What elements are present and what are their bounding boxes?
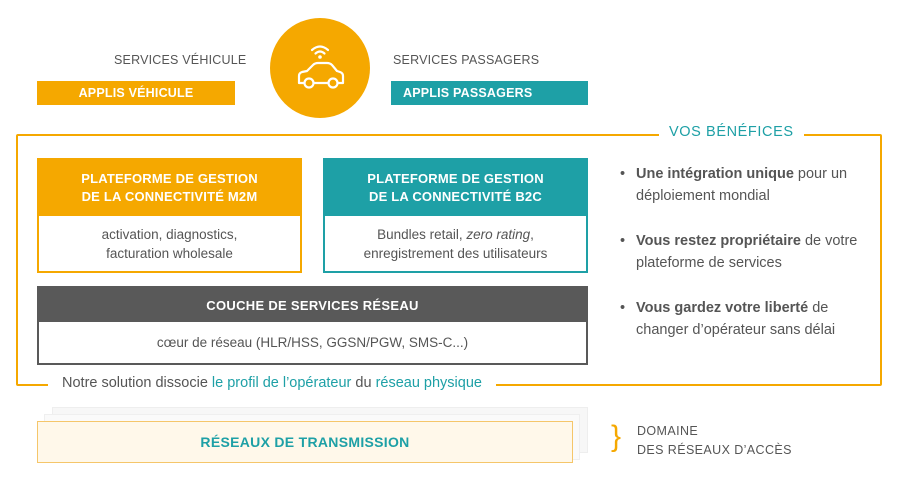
m2m-title-line2: DE LA CONNECTIVITÉ M2M bbox=[81, 189, 258, 204]
vehicle-apps-bar: APPLIS VÉHICULE bbox=[37, 81, 235, 105]
benefit-1-bold: Une intégration unique bbox=[636, 166, 794, 182]
bullet-icon: • bbox=[620, 233, 626, 249]
passenger-apps-bar: APPLIS PASSAGERS bbox=[391, 81, 588, 105]
note-text-1: Notre solution dissocie bbox=[62, 375, 212, 391]
benefit-2-rest: de votre plateforme de services bbox=[636, 233, 858, 271]
b2c-body-italic: zero rating bbox=[466, 226, 531, 242]
solution-note: Notre solution dissocie le profil de l’o… bbox=[48, 375, 496, 391]
benefit-2-bold: Vous restez propriétaire bbox=[636, 233, 801, 249]
m2m-body-line2: facturation wholesale bbox=[106, 245, 233, 261]
connected-car-icon bbox=[297, 45, 345, 89]
benefits-title: VOS BÉNÉFICES bbox=[659, 124, 804, 140]
domain-line1: DOMAINE bbox=[637, 424, 699, 438]
transmission-networks: RÉSEAUX DE TRANSMISSION bbox=[37, 421, 573, 463]
m2m-platform-body: activation, diagnostics, facturation who… bbox=[39, 216, 300, 271]
network-layer: COUCHE DE SERVICES RÉSEAU cœur de réseau… bbox=[37, 286, 588, 365]
b2c-platform: PLATEFORME DE GESTION DE LA CONNECTIVITÉ… bbox=[323, 158, 588, 273]
note-highlight-network: réseau physique bbox=[375, 375, 482, 391]
benefit-item-3: • Vous gardez votre liberté de changer d… bbox=[620, 297, 850, 341]
transmission-label: RÉSEAUX DE TRANSMISSION bbox=[200, 434, 410, 450]
b2c-body-line1: Bundles retail, zero rating, bbox=[364, 225, 548, 244]
domain-line2: DES RÉSEAUX D’ACCÈS bbox=[637, 443, 792, 457]
note-highlight-operator: le profil de l’opérateur bbox=[211, 375, 352, 391]
car-circle bbox=[270, 18, 370, 118]
b2c-body-comma: , bbox=[530, 226, 534, 242]
benefit-item-2: • Vous restez propriétaire de votre plat… bbox=[620, 230, 875, 274]
note-text-2: du bbox=[351, 375, 376, 391]
m2m-body-line1: activation, diagnostics, bbox=[101, 226, 238, 242]
m2m-platform-header: PLATEFORME DE GESTION DE LA CONNECTIVITÉ… bbox=[39, 160, 300, 216]
network-layer-body: cœur de réseau (HLR/HSS, GGSN/PGW, SMS-C… bbox=[156, 335, 469, 350]
b2c-platform-header: PLATEFORME DE GESTION DE LA CONNECTIVITÉ… bbox=[325, 160, 586, 216]
b2c-body-text: Bundles retail, bbox=[377, 226, 467, 242]
m2m-platform: PLATEFORME DE GESTION DE LA CONNECTIVITÉ… bbox=[37, 158, 302, 273]
benefit-3-rest: de changer d’opérateur sans délai bbox=[636, 300, 836, 338]
bullet-icon: • bbox=[620, 166, 626, 182]
m2m-title-line1: PLATEFORME DE GESTION bbox=[81, 171, 258, 186]
b2c-title-line2: DE LA CONNECTIVITÉ B2C bbox=[369, 189, 542, 204]
benefit-1-rest: pour un déploiement mondial bbox=[636, 166, 848, 204]
b2c-platform-body: Bundles retail, zero rating, enregistrem… bbox=[325, 216, 586, 271]
benefit-item-1: • Une intégration unique pour un déploie… bbox=[620, 163, 875, 207]
bullet-icon: • bbox=[620, 300, 626, 316]
benefit-3-bold: Vous gardez votre liberté bbox=[636, 300, 809, 316]
passenger-apps-label: APPLIS PASSAGERS bbox=[403, 86, 533, 100]
access-network-domain: DOMAINE DES RÉSEAUX D’ACCÈS bbox=[637, 422, 792, 460]
vehicle-apps-label: APPLIS VÉHICULE bbox=[78, 86, 194, 100]
b2c-title-line1: PLATEFORME DE GESTION bbox=[367, 171, 544, 186]
network-layer-header: COUCHE DE SERVICES RÉSEAU bbox=[39, 288, 586, 322]
passenger-services-label: SERVICES PASSAGERS bbox=[393, 53, 540, 67]
right-bracket-icon: } bbox=[611, 420, 622, 453]
b2c-body-line2: enregistrement des utilisateurs bbox=[363, 245, 548, 261]
vehicle-services-label: SERVICES VÉHICULE bbox=[114, 53, 247, 67]
